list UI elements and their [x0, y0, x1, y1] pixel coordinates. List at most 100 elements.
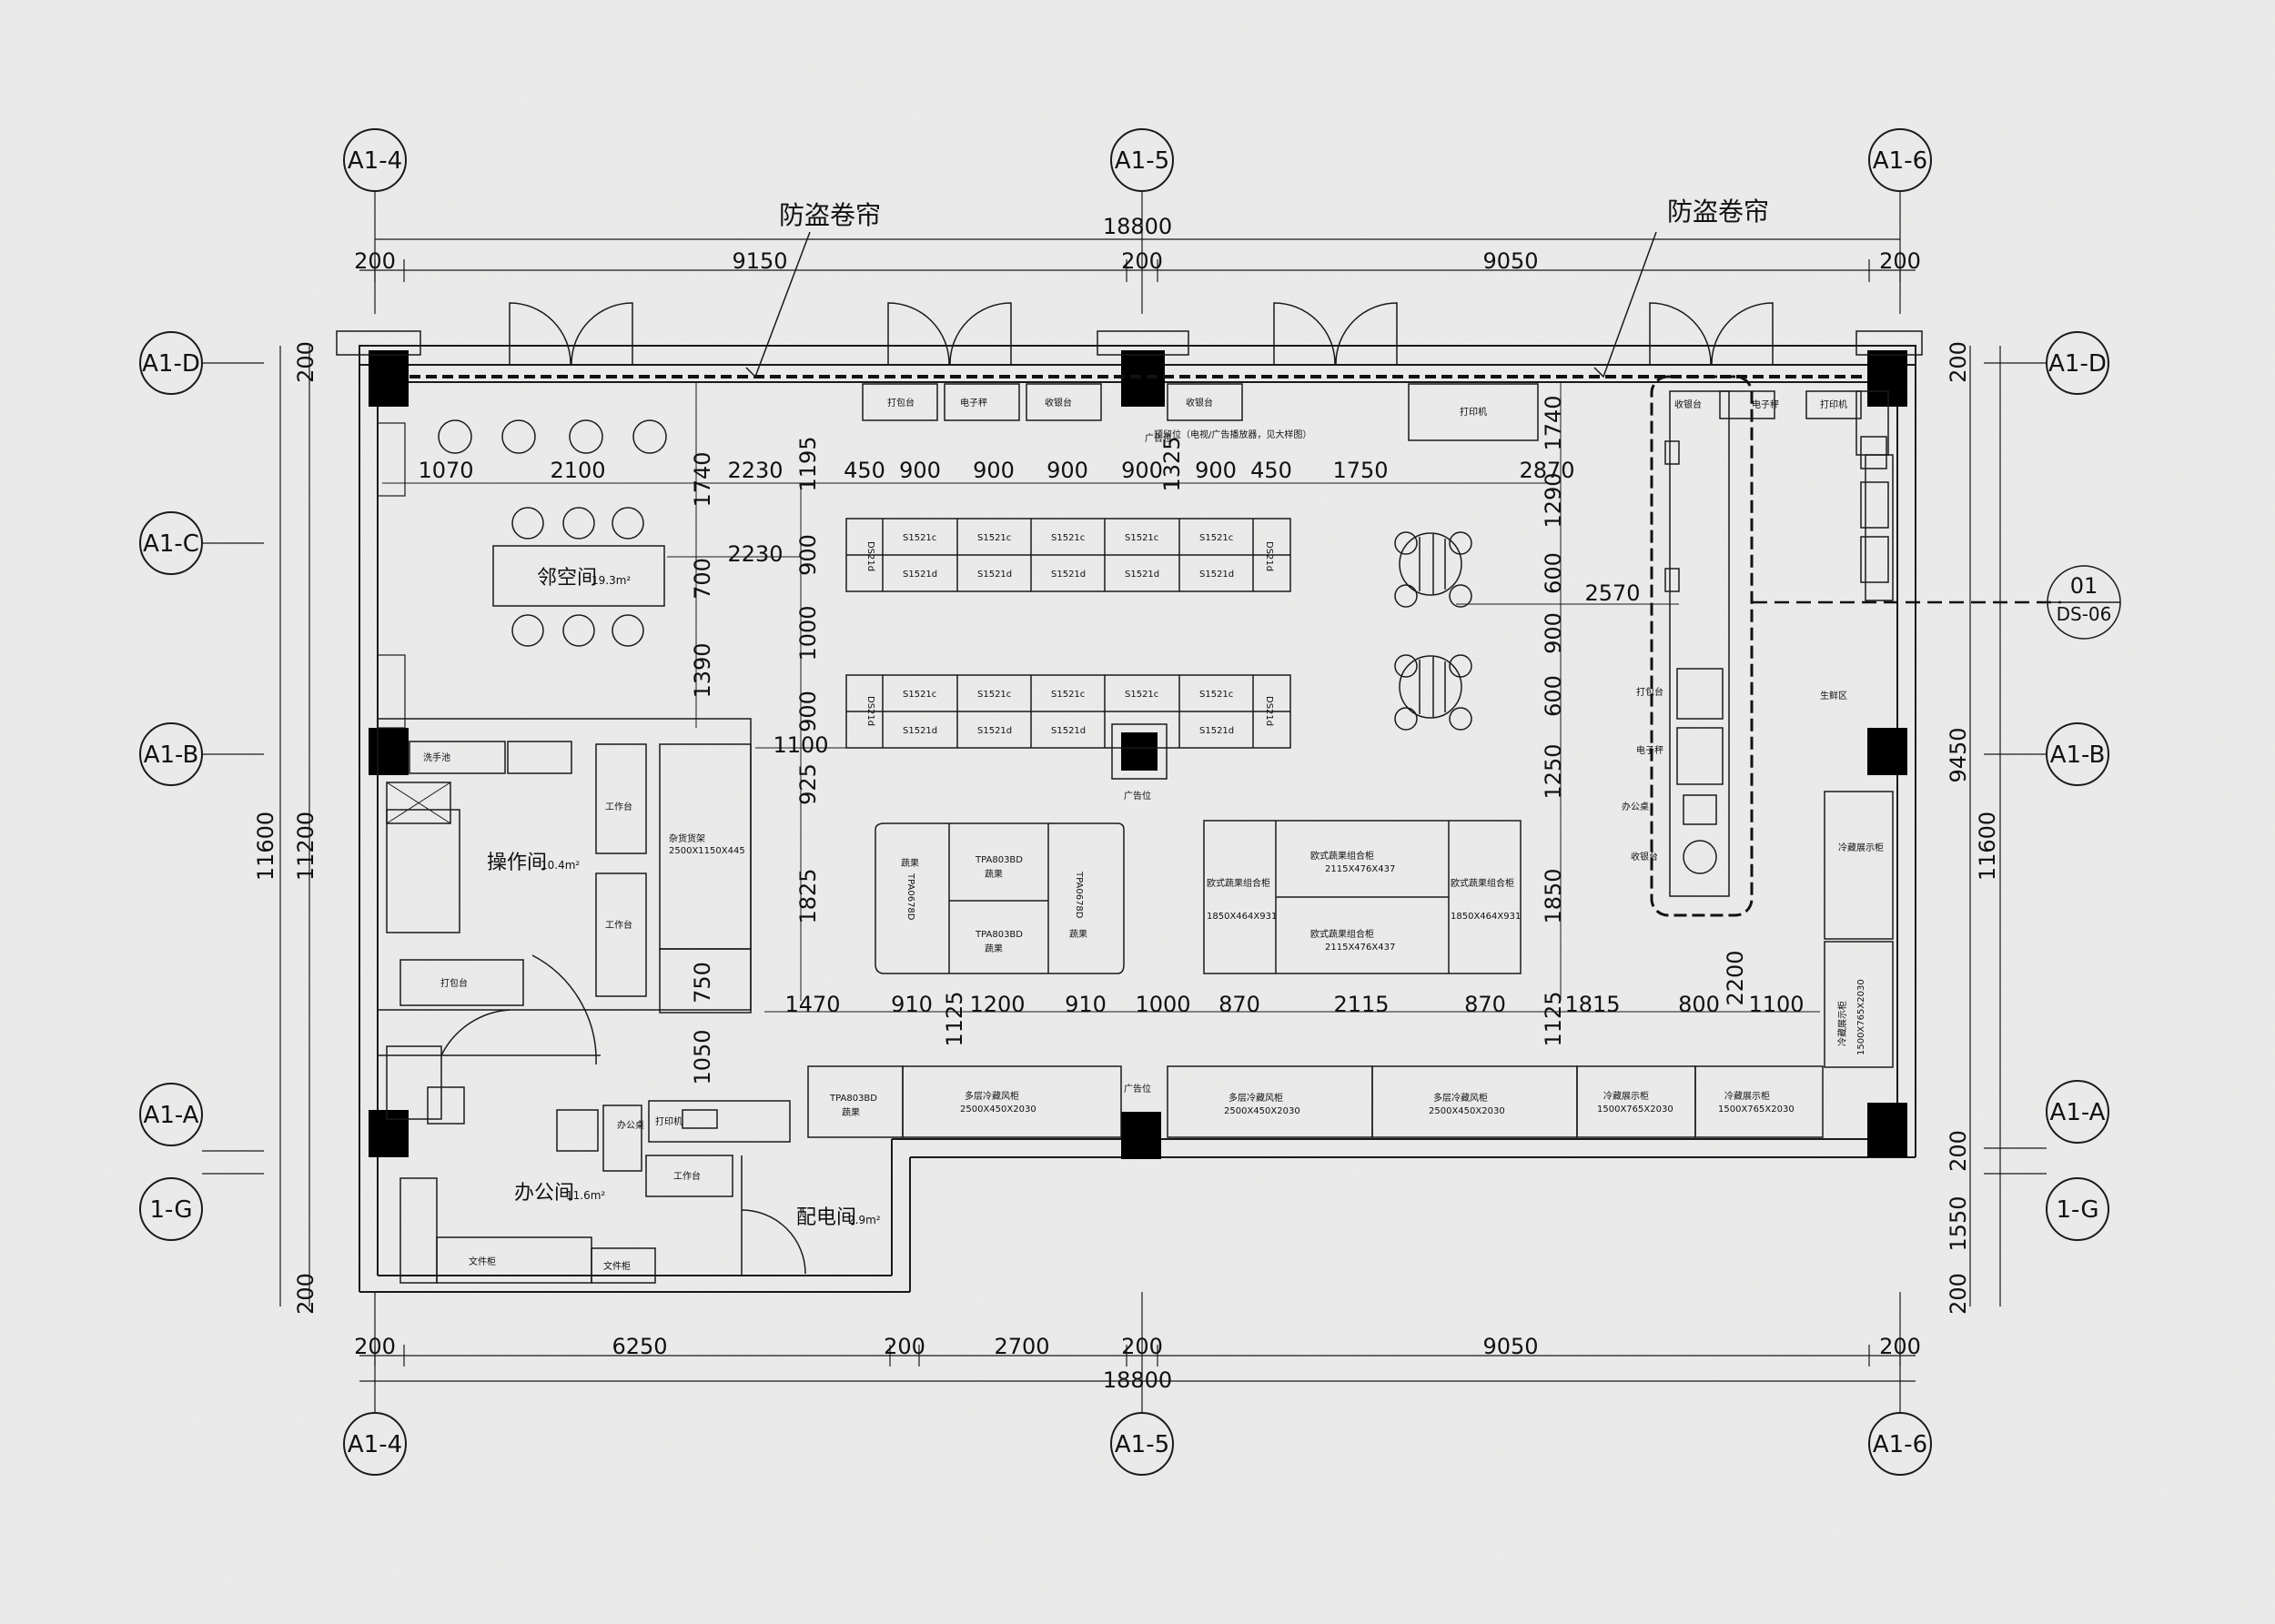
idim-col-mid: 900	[795, 534, 821, 576]
idim-bot: 910	[1065, 992, 1107, 1017]
shelf-label: S1521c	[977, 533, 1011, 543]
top-equip-label-2: 电子秤	[960, 397, 987, 409]
idim-col-right: 1125	[1541, 991, 1566, 1046]
axis-label-top-1: A1-4	[348, 147, 402, 175]
axis-bubble-right-3	[2046, 1080, 2109, 1144]
shelf-label: S1521d	[1199, 570, 1234, 580]
shutter-label-right: 防盗卷帘	[1667, 197, 1769, 227]
shelf-label: S1521c	[1125, 533, 1158, 543]
shelf-label: S1521c	[1199, 533, 1233, 543]
shelf-label: S1521d	[977, 726, 1012, 736]
dim-left-top: 200	[293, 341, 318, 383]
axis-label-left-2: A1-C	[143, 530, 199, 558]
security-shutter: 防盗卷帘 防盗卷帘	[410, 197, 1866, 378]
shutter-label-left: 防盗卷帘	[779, 200, 881, 230]
shelf-label: S1521c	[1125, 690, 1158, 700]
freezer-label: 冷藏展示柜	[1836, 1001, 1848, 1046]
idim-mid: 2570	[1584, 580, 1640, 606]
dim-bottom-seg-4: 2700	[994, 1334, 1049, 1359]
tpa-side: TPA0678D	[905, 873, 915, 921]
shelf-label: S1521d	[1051, 570, 1086, 580]
idim-col-left: 1740	[690, 451, 715, 507]
axis-label-right-2: A1-B	[2050, 741, 2106, 769]
tpa-sub: 蔬果	[842, 1107, 860, 1118]
dim-top-seg-2: 9150	[732, 248, 787, 274]
room-label-neighbor: 邻空间	[537, 567, 597, 590]
printer-label: 打印机	[655, 1115, 682, 1127]
idim-extra: 1325	[1159, 436, 1185, 491]
idim-col-right: 1290	[1541, 472, 1566, 528]
tpa-label: TPA803BD	[975, 855, 1023, 865]
column-frame	[1855, 330, 1923, 356]
column-frame	[1097, 330, 1189, 356]
section-ref: DS-06	[2057, 603, 2112, 625]
axis-label-bottom-3: A1-6	[1873, 1431, 1927, 1458]
idim-bot: 1100	[1748, 992, 1804, 1017]
top-equip-label-4: 收银台	[1186, 397, 1213, 409]
right-zone-label: 生鲜区	[1820, 690, 1847, 701]
dim-bottom-total: 18800	[1103, 1367, 1172, 1393]
idim-col-right: 900	[1541, 612, 1566, 654]
axis-bubble-right-4	[2046, 1177, 2109, 1241]
idim-r1: 2230	[727, 458, 783, 483]
axis-bubble-left-4	[139, 1083, 203, 1146]
shelf-label: S1521d	[1051, 726, 1086, 736]
dim-bottom-seg-6: 9050	[1482, 1334, 1538, 1359]
dim-right-inner: 9450	[1946, 727, 1971, 782]
round-tables	[1394, 531, 1472, 731]
workbench-label-2: 工作台	[605, 919, 632, 931]
dim-right-seg-2: 200	[1946, 1130, 1971, 1172]
idim-col-right: 1850	[1541, 868, 1566, 923]
right-side-label: 冷藏展示柜	[1838, 842, 1884, 853]
idim-bot: 870	[1464, 992, 1506, 1017]
dim-top-seg-1: 200	[354, 248, 396, 274]
dim-bottom-seg-7: 200	[1879, 1334, 1921, 1359]
room-area-neighbor: 19.3m²	[592, 574, 631, 587]
tpa-label: TPA803BD	[975, 930, 1023, 940]
idim-col-right: 600	[1541, 552, 1566, 594]
axis-label-left-3: A1-B	[144, 741, 199, 769]
axis-label-right-3: A1-A	[2050, 1099, 2106, 1126]
shelf-label: S1521d	[1199, 726, 1234, 736]
cabinet-label: 文件柜	[469, 1256, 496, 1267]
room-area-office: 11.6m²	[566, 1189, 605, 1202]
shelf-label: S1521c	[1051, 690, 1085, 700]
axis-label-top-2: A1-5	[1115, 147, 1169, 175]
seating-area: 邻空间 19.3m²	[377, 419, 667, 729]
room-area-operation: 10.4m²	[541, 859, 580, 872]
idim-r1: 1070	[418, 458, 473, 483]
shelf-label: S1521d	[903, 726, 937, 736]
idim-col-mid: 925	[795, 763, 821, 805]
counter-label: 打包台	[440, 977, 468, 989]
freezer-label: 冷藏展示柜	[1724, 1090, 1770, 1102]
column-box	[1111, 723, 1168, 780]
checkout-zone: 收银台 电子秤 打印机 打包台 电子秤 办公桌 收银台 生鲜区 冷藏展示柜	[1622, 375, 1894, 917]
idim-col-mid: 1195	[795, 436, 821, 491]
axis-label-right-4: 1-G	[2056, 1196, 2098, 1224]
idim-col-right: 600	[1541, 675, 1566, 717]
euro-label: 欧式蔬果组合柜	[1207, 877, 1270, 889]
desk-label: 办公桌	[617, 1119, 644, 1131]
checkout-label: 电子秤	[1752, 398, 1779, 410]
euro-size: 2115X476X437	[1325, 943, 1395, 953]
shelf-label: S1521c	[903, 690, 936, 700]
column-frame	[336, 330, 421, 356]
room-area-electric: 2.9m²	[848, 1214, 881, 1226]
idim-mid: 2230	[727, 541, 783, 567]
dim-left-inner: 11200	[293, 812, 318, 881]
axis-label-top-3: A1-6	[1873, 147, 1927, 175]
shelf-label: S1521c	[977, 690, 1011, 700]
axis-label-right-1: A1-D	[2048, 350, 2107, 378]
fridge-label: 多层冷藏风柜	[1228, 1092, 1283, 1104]
euro-size: 1850X464X931	[1451, 912, 1521, 922]
idim-col-mid: 1825	[795, 868, 821, 923]
idim-extra: 2200	[1723, 950, 1748, 1005]
idim-r1: 1750	[1332, 458, 1388, 483]
idim-extra: 1125	[942, 991, 967, 1046]
gondola-shelves: S1521c S1521c S1521c S1521c S1521c S1521…	[845, 518, 1291, 802]
idim-col-right: 1250	[1541, 743, 1566, 799]
interior-dimensions: 1070 2100 2230 450 900 900 900 900 900 4…	[382, 382, 1820, 1085]
checkout-label: 收银台	[1631, 851, 1658, 862]
tpa-label: TPA803BD	[829, 1094, 877, 1104]
ad-label: 广告位	[1124, 1083, 1151, 1094]
